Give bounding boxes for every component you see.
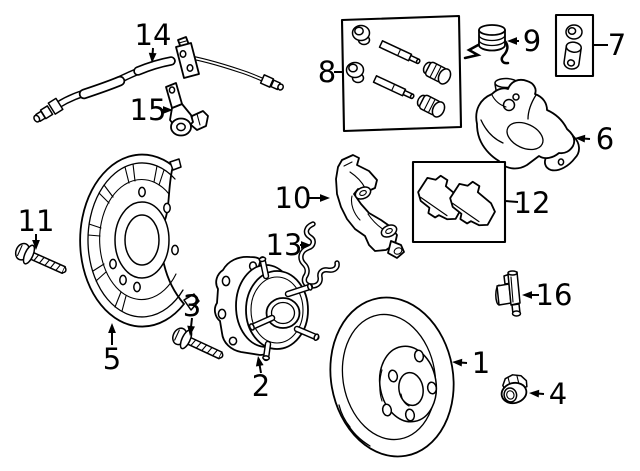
callout-number[interactable]: 3 — [183, 289, 201, 323]
callout-number[interactable]: 2 — [252, 369, 270, 403]
leader-line — [504, 200, 519, 203]
callout-hose-bracket[interactable]: 15 — [130, 93, 173, 127]
arrowhead-icon — [522, 291, 532, 299]
callout-brake-caliper[interactable]: 6 — [575, 122, 614, 156]
part-9-coil-spring — [463, 24, 510, 65]
callout-number[interactable]: 12 — [514, 186, 551, 220]
callout-number[interactable]: 7 — [608, 28, 626, 62]
part-11-mounting-bolt — [11, 239, 71, 281]
hose-mid-bracket — [175, 36, 200, 79]
pin-boot — [422, 61, 452, 85]
callout-number[interactable]: 6 — [596, 122, 614, 156]
arrowhead-icon — [32, 240, 40, 250]
wheel-stud — [258, 256, 270, 280]
cap-seals — [345, 24, 371, 84]
shield-ribs — [87, 163, 165, 312]
arrowhead-icon — [187, 325, 195, 336]
arrowhead-icon — [575, 134, 586, 143]
callout-splash-shield[interactable]: 5 — [103, 323, 121, 376]
guide-pin — [378, 40, 421, 65]
callout-number[interactable]: 1 — [472, 346, 490, 380]
callout-brake-pad-set[interactable]: 12 — [504, 186, 551, 220]
arrowhead-icon — [452, 358, 463, 367]
wheel-stud — [262, 340, 272, 362]
callout-abs-sensor[interactable]: 16 — [522, 278, 572, 312]
callout-hub-bearing-assembly[interactable]: 2 — [252, 356, 270, 403]
arrowhead-icon — [320, 194, 330, 202]
part-6-brake-caliper — [475, 77, 580, 172]
callout-number[interactable]: 11 — [18, 204, 55, 238]
wheel-stud — [284, 283, 314, 298]
hose-end-fitting — [259, 74, 275, 88]
hose-end-fitting — [47, 97, 64, 115]
part-12-brake-pad-set — [410, 160, 507, 244]
callout-number[interactable]: 8 — [318, 55, 336, 89]
sleeve-bushing — [563, 41, 582, 70]
part-15-hose-bracket — [165, 82, 209, 137]
callout-number[interactable]: 4 — [549, 377, 567, 411]
part-16-abs-sensor — [495, 270, 522, 317]
callout-number[interactable]: 15 — [130, 93, 167, 127]
hose-end-tip — [270, 79, 284, 91]
callout-mounting-bolt[interactable]: 11 — [18, 204, 55, 250]
callout-number[interactable]: 16 — [536, 278, 573, 312]
callout-number[interactable]: 14 — [135, 18, 172, 52]
wheel-stud — [293, 325, 320, 342]
callout-coil-spring[interactable]: 9 — [507, 24, 541, 58]
arrowhead-icon — [108, 323, 116, 333]
callout-retaining-clip[interactable]: 13 — [266, 228, 311, 262]
part-1-brake-rotor — [329, 296, 455, 458]
callout-brake-rotor[interactable]: 1 — [452, 346, 490, 380]
part-4-nut — [500, 374, 528, 405]
arrowhead-icon — [148, 52, 157, 63]
shield-holes — [109, 186, 179, 293]
callout-number[interactable]: 9 — [523, 24, 541, 58]
part-14-brake-hose — [33, 36, 284, 123]
callout-brake-hose[interactable]: 14 — [135, 18, 172, 63]
lug-holes — [381, 349, 438, 422]
pin-boot — [416, 94, 446, 118]
wheel-stud — [248, 314, 276, 331]
part-10-caliper-bracket — [335, 154, 405, 259]
hose-end-tip — [33, 110, 46, 123]
part-8-guide-pin-kit — [340, 14, 463, 133]
arrowhead-icon — [301, 241, 311, 249]
callout-hub-bolt[interactable]: 3 — [183, 289, 201, 336]
arrowhead-icon — [507, 37, 517, 45]
callout-caliper-bracket[interactable]: 10 — [275, 181, 330, 215]
callout-number[interactable]: 10 — [275, 181, 312, 215]
part-13-retaining-clip — [298, 221, 340, 289]
part-7-bushing-kit — [554, 13, 595, 78]
part-2-hub-bearing-assembly — [213, 256, 320, 362]
arrowhead-icon — [255, 356, 264, 367]
callout-number[interactable]: 5 — [103, 342, 121, 376]
arrowhead-icon — [529, 389, 540, 398]
part-3-hub-bolt — [168, 323, 228, 367]
arrowhead-icon — [163, 106, 173, 114]
callout-nut[interactable]: 4 — [529, 377, 567, 411]
callout-bushing-kit[interactable]: 7 — [593, 28, 626, 62]
guide-pin — [372, 75, 415, 100]
part-5-splash-shield — [79, 153, 200, 328]
callout-guide-pin-kit[interactable]: 8 — [318, 55, 343, 89]
callout-number[interactable]: 13 — [266, 228, 303, 262]
